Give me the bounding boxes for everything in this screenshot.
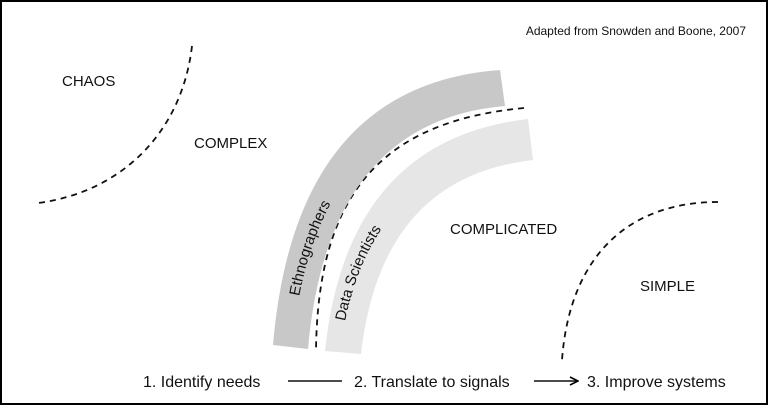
credit-text: Adapted from Snowden and Boone, 2007: [526, 24, 746, 38]
step-translate-to-signals: 2. Translate to signals: [354, 374, 510, 391]
step-identify-needs: 1. Identify needs: [143, 374, 260, 391]
chaos-complex-boundary: [37, 45, 193, 204]
zone-chaos: CHAOS: [62, 73, 115, 90]
complicated-simple-boundary: [561, 201, 719, 361]
zone-simple: SIMPLE: [640, 278, 695, 295]
zone-complicated: COMPLICATED: [450, 221, 557, 238]
ethnographers-band: [273, 70, 505, 349]
step-improve-systems: 3. Improve systems: [587, 374, 726, 391]
data-scientists-band: [325, 119, 533, 354]
complex-complicated-boundary: [315, 107, 525, 351]
zone-complex: COMPLEX: [194, 135, 267, 152]
